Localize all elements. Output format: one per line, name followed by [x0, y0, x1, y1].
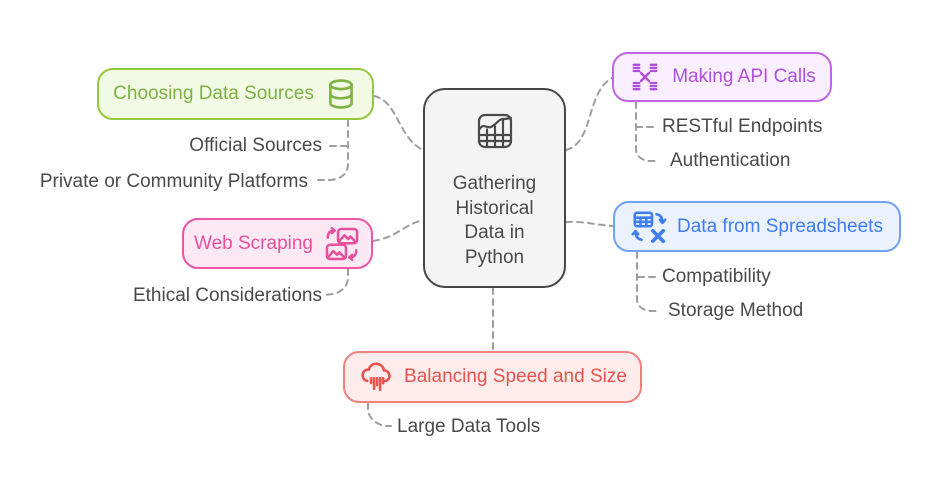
node-data-from-spreadsheets[interactable]: Data from Spreadsheets: [613, 201, 901, 252]
leaf-restful-endpoints[interactable]: RESTful Endpoints: [662, 116, 823, 137]
image-swap-icon: [323, 225, 361, 263]
leaf-compatibility[interactable]: Compatibility: [662, 266, 771, 287]
leaf-authentication[interactable]: Authentication: [670, 150, 791, 171]
node-label: Data from Spreadsheets: [677, 215, 883, 237]
leaf-large-data-tools[interactable]: Large Data Tools: [397, 416, 541, 437]
leaf-storage-method[interactable]: Storage Method: [668, 300, 804, 321]
node-choosing-data-sources[interactable]: Choosing Data Sources: [97, 68, 374, 120]
database-icon: [324, 77, 358, 111]
node-label: Balancing Speed and Size: [404, 366, 627, 387]
node-label: Making API Calls: [672, 66, 816, 87]
node-label: Choosing Data Sources: [113, 83, 314, 104]
node-balancing-speed-and-size[interactable]: Balancing Speed and Size: [343, 351, 642, 403]
leaf-private-or-community-platforms[interactable]: Private or Community Platforms: [39, 171, 308, 192]
node-label: Web Scraping: [194, 232, 313, 254]
leaf-official-sources[interactable]: Official Sources: [189, 135, 322, 156]
node-gathering-historical-data[interactable]: Gathering Historical Data in Python: [423, 88, 566, 288]
leaf-ethical-considerations[interactable]: Ethical Considerations: [132, 285, 322, 306]
spreadsheet-convert-icon: [631, 209, 667, 245]
table-chart-icon: [471, 107, 519, 161]
center-node-label: Gathering Historical Data in Python: [452, 173, 537, 269]
node-making-api-calls[interactable]: Making API Calls: [612, 52, 832, 102]
data-exchange-icon: [628, 60, 662, 94]
cloud-data-icon: [358, 359, 394, 395]
node-web-scraping[interactable]: Web Scraping: [182, 218, 373, 269]
